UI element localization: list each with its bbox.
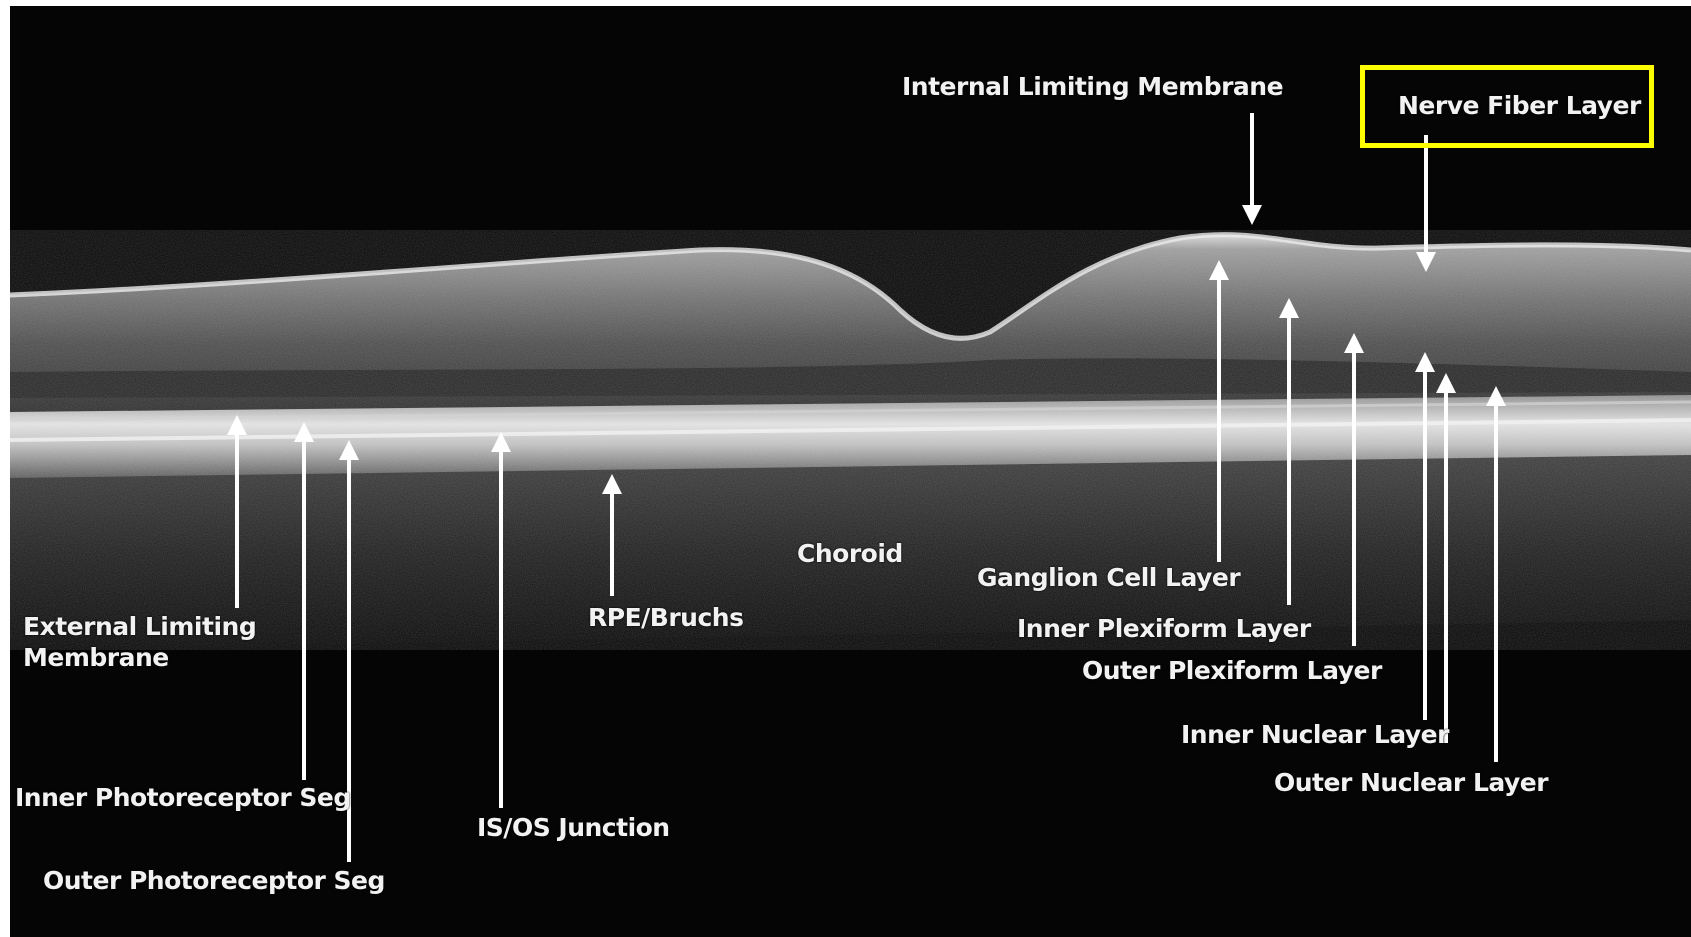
- label-inner-nuclear-layer: Inner Nuclear Layer: [1181, 720, 1449, 750]
- speckle-overlay: [10, 230, 1691, 650]
- label-inner-photoreceptor-seg: Inner Photoreceptor Seg: [15, 783, 351, 813]
- label-outer-photoreceptor-seg: Outer Photoreceptor Seg: [43, 866, 385, 896]
- label-internal-limiting-membrane: Internal Limiting Membrane: [902, 72, 1283, 102]
- label-outer-nuclear-layer: Outer Nuclear Layer: [1274, 768, 1548, 798]
- label-outer-plexiform-layer: Outer Plexiform Layer: [1082, 656, 1382, 686]
- label-rpe-bruchs: RPE/Bruchs: [588, 603, 743, 633]
- label-external-limiting-membrane: External Limiting Membrane: [23, 611, 283, 674]
- label-nerve-fiber-layer: Nerve Fiber Layer: [1398, 91, 1641, 121]
- label-choroid: Choroid: [797, 539, 903, 569]
- label-is-os-junction: IS/OS Junction: [477, 813, 670, 843]
- label-ganglion-cell-layer: Ganglion Cell Layer: [977, 563, 1240, 593]
- label-inner-plexiform-layer: Inner Plexiform Layer: [1017, 614, 1311, 644]
